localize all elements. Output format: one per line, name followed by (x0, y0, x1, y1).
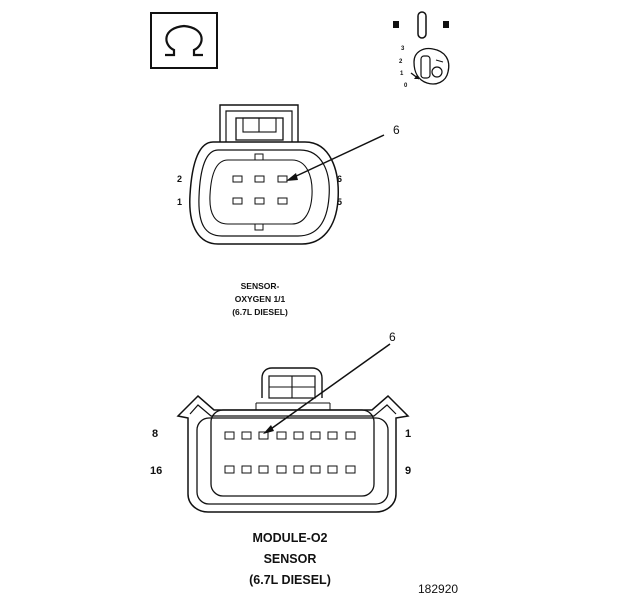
lower-caption-line-1: MODULE-O2 (252, 531, 328, 545)
key-position-2: 2 (399, 59, 403, 65)
upper-pin-label-bottom-right: 5 (337, 197, 343, 207)
key-position-1: 1 (400, 71, 404, 77)
key-position-3: 3 (401, 46, 405, 52)
ohm-symbol-icon (150, 12, 218, 69)
lower-pin-label-bottom-left: 16 (150, 465, 163, 477)
lower-pin-label-top-left: 8 (152, 428, 159, 440)
lower-connector-caption: MODULE-O2 SENSOR (6.7L DIESEL) (220, 528, 360, 591)
lower-caption-line-2: SENSOR (263, 552, 317, 566)
upper-pin-label-top-right: 6 (337, 174, 343, 184)
lower-pin-row-top (224, 431, 356, 440)
lower-pin-label-bottom-right: 9 (405, 465, 412, 477)
lower-caption-line-3: (6.7L DIESEL) (249, 573, 331, 587)
upper-callout-number: 6 (393, 123, 400, 137)
ignition-key-icon (410, 47, 450, 85)
figure-number: 182920 (418, 582, 459, 596)
upper-caption-line-1: SENSOR- (240, 281, 280, 291)
lower-callout-number: 6 (389, 330, 396, 344)
upper-connector-caption: SENSOR- OXYGEN 1/1 (6.7L DIESEL) (210, 280, 310, 319)
key-position-0: 0 (404, 83, 408, 89)
lower-callout-leader (263, 343, 391, 434)
upper-pin-label-bottom-left: 1 (177, 197, 183, 207)
lower-pin-label-top-right: 1 (405, 428, 412, 440)
upper-caption-line-2: OXYGEN 1/1 (234, 294, 286, 304)
lower-connector (176, 367, 410, 513)
upper-pin-label-top-left: 2 (177, 174, 183, 184)
upper-caption-line-3: (6.7L DIESEL) (232, 307, 288, 317)
upper-callout-leader (286, 134, 385, 181)
connector-key-icon (393, 11, 449, 39)
upper-connector (189, 104, 339, 245)
lower-pin-row-bottom (224, 465, 356, 474)
